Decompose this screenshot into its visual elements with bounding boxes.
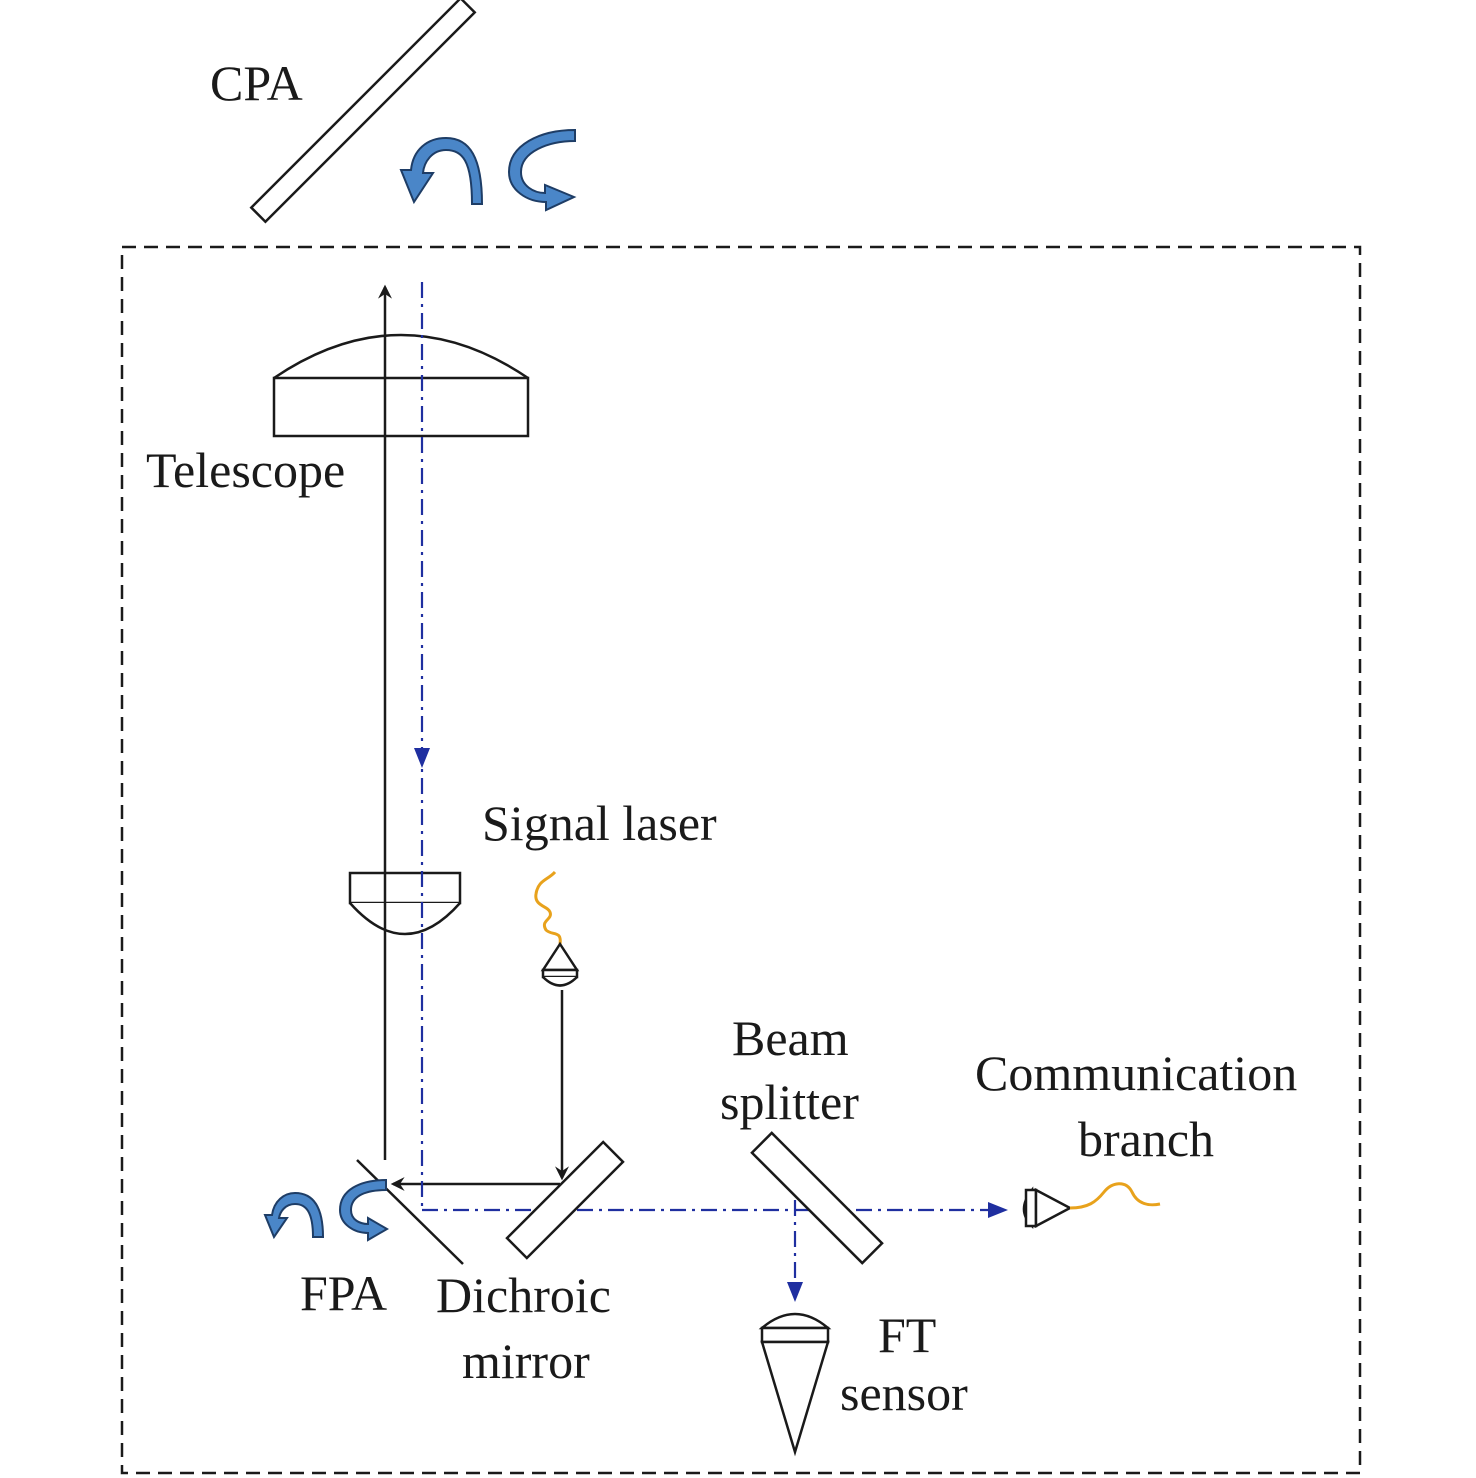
eyepiece-lens	[348, 871, 462, 936]
transmit-beam	[378, 284, 569, 1191]
communication-label-line2: branch	[1078, 1111, 1214, 1167]
beam-splitter-label-line1: Beam	[732, 1010, 849, 1066]
beam-splitter	[750, 1131, 884, 1265]
receive-beam	[420, 282, 1000, 1290]
rotation-arrow-icon	[338, 1178, 389, 1242]
rotation-arrow-icon	[507, 128, 577, 212]
signal-fiber-icon	[534, 870, 562, 945]
telescope-label: Telescope	[146, 442, 345, 498]
fpa-label: FPA	[300, 1265, 387, 1321]
telescope-lens	[272, 333, 530, 438]
signal-laser-label: Signal laser	[482, 795, 717, 851]
system-boundary	[120, 245, 1362, 1475]
cpa-mirror	[249, 0, 477, 224]
cpa-label: CPA	[210, 55, 303, 111]
dichroic-mirror	[505, 1140, 625, 1260]
receive-beam-arrowheads	[414, 748, 1008, 1302]
fpa-mirror	[356, 1159, 464, 1265]
ft-sensor-label-line1: FT	[878, 1307, 936, 1363]
ft-sensor	[758, 1312, 832, 1457]
communication-label-line1: Communication	[975, 1045, 1297, 1101]
rotation-arrow-icon	[399, 136, 484, 205]
signal-collimator-icon	[540, 941, 580, 987]
dichroic-label-line2: mirror	[462, 1333, 590, 1389]
dichroic-label-line1: Dichroic	[436, 1267, 611, 1323]
rotation-arrow-icon	[263, 1191, 325, 1240]
beam-splitter-label-line2: splitter	[720, 1074, 859, 1130]
communication-collimator-icon	[1022, 1186, 1073, 1230]
communication-fiber-icon	[1069, 1182, 1161, 1210]
ft-sensor-label-line2: sensor	[840, 1365, 968, 1421]
